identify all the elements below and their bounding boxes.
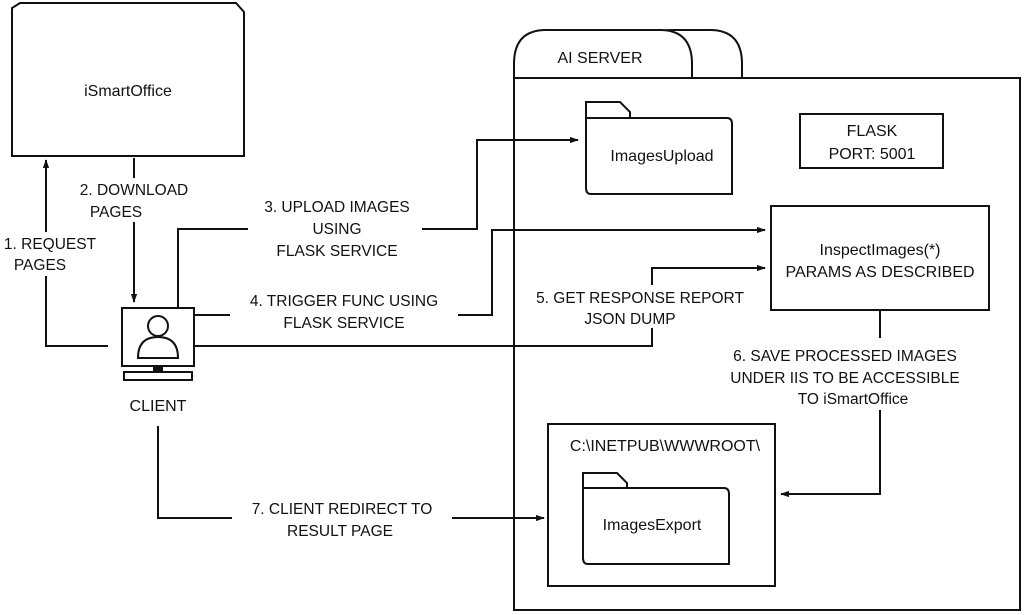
flask-label: FLASK <box>847 123 898 140</box>
edge-client-redirect: 7. CLIENT REDIRECT TO RESULT PAGE <box>157 426 545 540</box>
images-export-folder: ImagesExport <box>582 472 730 565</box>
edge-7-label-line2: RESULT PAGE <box>287 523 393 540</box>
ai-server-tab: AI SERVER <box>513 29 743 78</box>
edge-get-response: 5. GET RESPONSE REPORT JSON DUMP <box>194 264 766 347</box>
edge-6-label-line3: TO iSmartOffice <box>798 391 909 408</box>
edge-4-label-line1: 4. TRIGGER FUNC USING <box>250 293 438 310</box>
inetpub-label: C:\INETPUB\WWWROOT\ <box>570 438 761 455</box>
edge-7-label-line1: 7. CLIENT REDIRECT TO <box>252 501 433 518</box>
flask-port-label: PORT: 5001 <box>829 146 916 163</box>
edge-3-label-line1: 3. UPLOAD IMAGES <box>264 199 410 216</box>
edge-3-label-line3: FLASK SERVICE <box>276 243 397 260</box>
edge-2-label-line2: PAGES <box>90 204 142 221</box>
inspect-images-box: InspectImages(*) PARAMS AS DESCRIBED <box>770 205 990 311</box>
edge-request-pages: 1. REQUEST PAGES <box>0 159 108 347</box>
client-label: CLIENT <box>130 398 187 415</box>
edge-download-pages: 2. DOWNLOAD PAGES <box>70 158 198 303</box>
images-upload-folder: ImagesUpload <box>585 101 733 195</box>
images-upload-label: ImagesUpload <box>610 148 713 165</box>
edge-1-label-line2: PAGES <box>14 257 66 274</box>
edge-5-label-line1: 5. GET RESPONSE REPORT <box>536 290 744 307</box>
edge-trigger-func: 4. TRIGGER FUNC USING FLASK SERVICE <box>194 226 766 332</box>
edge-6-label-line2: UNDER IIS TO BE ACCESSIBLE <box>730 370 959 387</box>
client-computer-icon: CLIENT <box>121 307 195 415</box>
edge-upload-images: 3. UPLOAD IMAGES USING FLASK SERVICE <box>177 136 579 308</box>
edge-save-processed: 6. SAVE PROCESSED IMAGES UNDER IIS TO BE… <box>730 310 960 498</box>
ismartoffice-folder: iSmartOffice <box>11 2 245 157</box>
edge-5-label-line2: JSON DUMP <box>584 311 675 328</box>
flask-port-box: FLASK PORT: 5001 <box>799 113 944 169</box>
images-export-label: ImagesExport <box>603 517 702 534</box>
inspect-params-label: PARAMS AS DESCRIBED <box>785 264 974 281</box>
inspect-images-label: InspectImages(*) <box>820 242 941 259</box>
edge-3-label-line2: USING <box>312 221 361 238</box>
ismartoffice-label: iSmartOffice <box>84 83 172 100</box>
edge-1-label-line1: 1. REQUEST <box>4 236 97 253</box>
edge-6-label-line1: 6. SAVE PROCESSED IMAGES <box>733 348 957 365</box>
ai-server-label: AI SERVER <box>557 50 642 67</box>
inetpub-box: C:\INETPUB\WWWROOT\ <box>547 423 776 587</box>
edge-4-label-line2: FLASK SERVICE <box>283 315 404 332</box>
edge-2-label-line1: 2. DOWNLOAD <box>80 182 189 199</box>
ai-server-box <box>513 77 1021 611</box>
